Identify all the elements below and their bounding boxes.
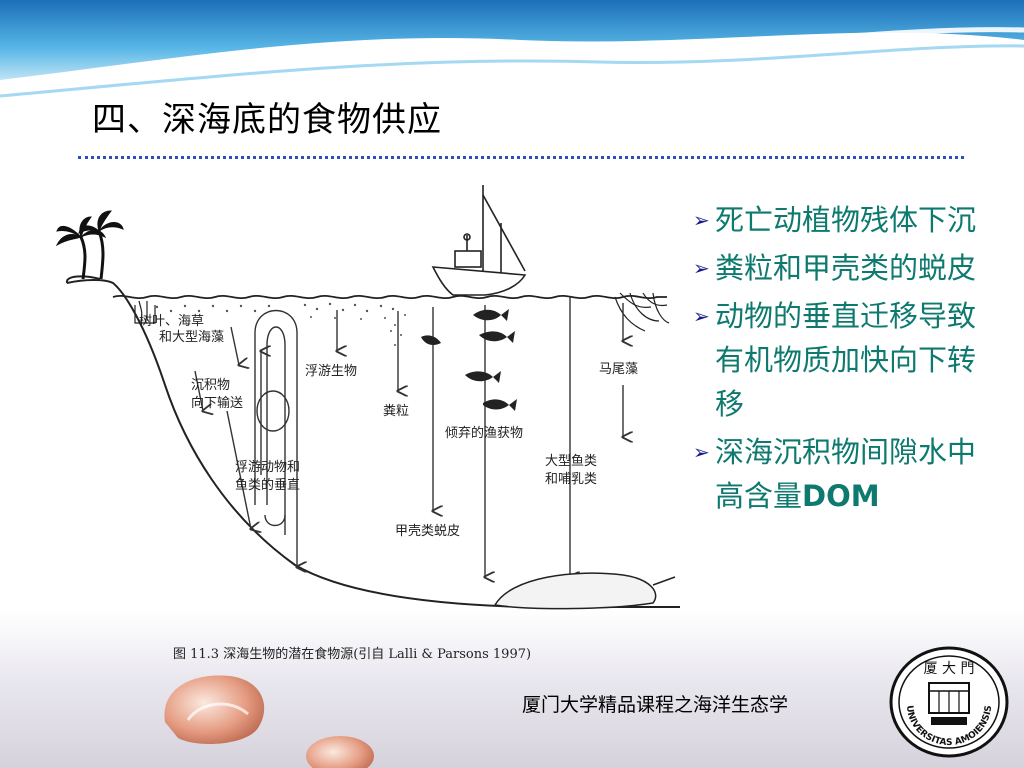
- bullet-text: 深海沉积物间隙水中高含量: [715, 435, 977, 513]
- figure-caption: 图 11.3 深海生物的潜在食物源(引自 Lalli & Parsons 199…: [173, 647, 532, 662]
- bullet-text: 动物的垂直迁移导致有机物质加快向下转移: [715, 299, 977, 421]
- fishing-boat-icon: [431, 185, 527, 296]
- label-molts: 甲壳类蜕皮: [395, 524, 460, 539]
- seabed-profile: [66, 279, 680, 609]
- label-sediment-2: 向下输送: [191, 395, 243, 411]
- bullet-item: ➢ 动物的垂直迁移导致有机物质加快向下转移: [693, 294, 983, 426]
- seal-top-text: 厦 大 門: [924, 661, 975, 677]
- bullet-arrow-icon: ➢: [693, 256, 710, 280]
- course-footer: 厦门大学精品课程之海洋生态学: [522, 694, 789, 716]
- bullet-list: ➢ 死亡动植物残体下沉 ➢ 粪粒和甲壳类的蜕皮 ➢ 动物的垂直迁移导致有机物质加…: [693, 198, 983, 522]
- bullet-arrow-icon: ➢: [693, 304, 710, 328]
- slide-title: 四、深海底的食物供应: [92, 100, 442, 140]
- label-migration: 浮游动物和: [235, 460, 300, 475]
- whale-carcass-icon: [493, 572, 676, 610]
- shell-icon: [306, 736, 374, 768]
- fish-icon: [421, 309, 517, 411]
- palm-tree-icon: [55, 210, 124, 280]
- sargassum-icon: [614, 292, 670, 332]
- bullet-arrow-icon: ➢: [693, 440, 710, 464]
- label-leaves: 树叶、海草: [139, 314, 204, 329]
- bullet-arrow-icon: ➢: [693, 208, 710, 232]
- bullet-item: ➢ 死亡动植物残体下沉: [693, 198, 983, 242]
- sea-surface: [112, 294, 667, 300]
- label-plankton: 浮游生物: [305, 364, 357, 379]
- deep-sea-food-diagram: 树叶、海草 和大型海藻 沉积物 向下输送 浮游生物 粪粒 倾弃的渔获物 马尾藻 …: [55, 185, 680, 610]
- bullet-text-bold: DOM: [802, 479, 880, 513]
- label-bigfish-2: 和哺乳类: [545, 472, 597, 487]
- label-discards: 倾弃的渔获物: [445, 425, 523, 441]
- label-bigfish: 大型鱼类: [545, 453, 597, 469]
- label-sargassum: 马尾藻: [599, 362, 638, 377]
- bullet-item: ➢ 粪粒和甲壳类的蜕皮: [693, 246, 983, 290]
- shell-icon: [164, 675, 265, 744]
- bullet-item: ➢ 深海沉积物间隙水中高含量DOM: [693, 430, 983, 518]
- vertical-migration-loop: [254, 309, 297, 568]
- label-feces: 粪粒: [383, 404, 409, 419]
- bullet-text: 死亡动植物残体下沉: [715, 203, 977, 237]
- label-leaves-2: 和大型海藻: [159, 330, 224, 345]
- label-migration-2: 鱼类的垂直: [235, 477, 300, 493]
- label-sediment: 沉积物: [191, 378, 230, 393]
- arrow-down: [194, 370, 203, 411]
- seagrass-icon: [134, 300, 156, 324]
- arrow-down: [230, 326, 239, 365]
- plankton-dots: [155, 302, 406, 346]
- footer-sand-decoration: [0, 610, 1024, 768]
- arrow-down: [226, 410, 251, 529]
- bullet-text: 粪粒和甲壳类的蜕皮: [715, 251, 977, 285]
- header-wave-decoration: [0, 0, 1024, 110]
- university-seal-logo: 厦 大 門 UNIVERSITAS AMOIENSIS: [889, 646, 1009, 758]
- title-divider: [78, 156, 964, 159]
